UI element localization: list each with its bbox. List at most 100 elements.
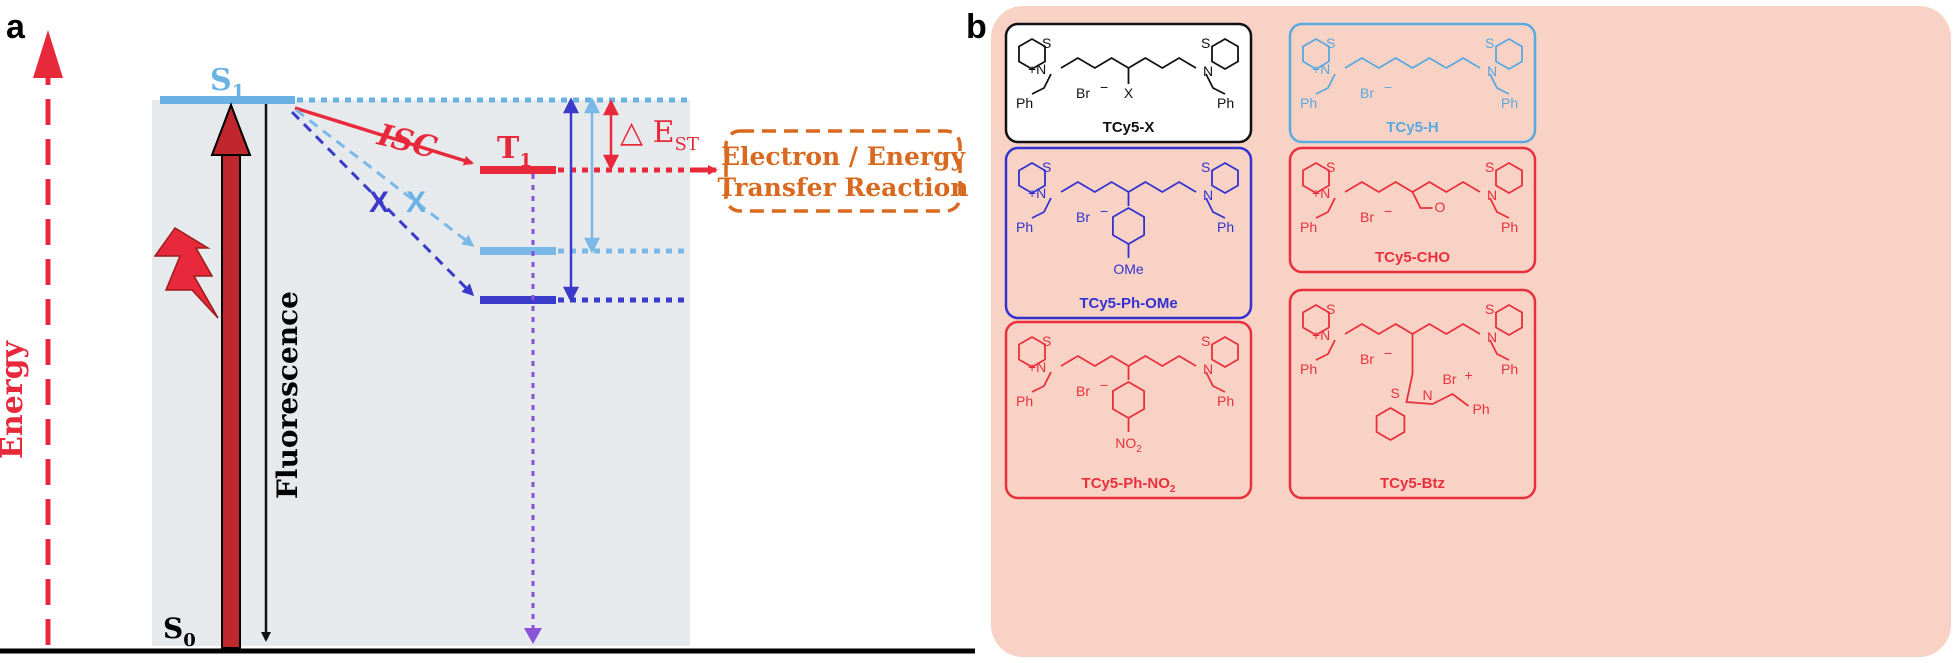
- atom-btz-br: Br: [1443, 371, 1457, 387]
- molecule-name: TCy5-H: [1386, 119, 1439, 136]
- molecule-name: TCy5-X: [1103, 119, 1155, 136]
- atom-ph-right: Ph: [1217, 219, 1234, 235]
- molecule-structure: [1018, 161, 1239, 258]
- molecule-frame: [1288, 22, 1537, 144]
- atom-s-right: S: [1201, 333, 1210, 349]
- lightning-icon: [153, 226, 219, 319]
- atom-ph-right: Ph: [1501, 361, 1518, 377]
- fluorescence-label: Fluorescence: [271, 291, 304, 499]
- atom-btz-s: S: [1391, 385, 1400, 401]
- molecule-frame: [1004, 320, 1253, 500]
- atom-substituent: O: [1435, 199, 1446, 215]
- atom-n-plus: +N: [1028, 61, 1046, 77]
- atom-ph-right: Ph: [1501, 219, 1518, 235]
- atom-ph-left: Ph: [1016, 393, 1033, 409]
- excitation-arrow-shaft: [221, 151, 241, 649]
- molecule-frame: [1288, 288, 1537, 500]
- molecule-structure: [1018, 335, 1239, 432]
- molecule-structure: [1302, 161, 1523, 219]
- atom-n-plus: +N: [1312, 61, 1330, 77]
- atom-br: Br: [1076, 383, 1090, 399]
- reaction-line-2: Transfer Reaction: [718, 173, 969, 202]
- atom-s-right: S: [1201, 159, 1210, 175]
- t1-label: T1: [497, 131, 532, 171]
- molecule-structure: [1302, 37, 1523, 95]
- s1-label: S1: [210, 63, 245, 103]
- molecule-frame: [1288, 146, 1537, 274]
- energy-well: [152, 100, 690, 646]
- atom-s-right: S: [1201, 35, 1210, 51]
- excitation-arrow-head: [210, 102, 252, 156]
- atom-br: Br: [1360, 351, 1374, 367]
- atom-n: N: [1203, 63, 1213, 79]
- atom-br-minus: −: [1100, 79, 1108, 95]
- atom-s-right: S: [1485, 35, 1494, 51]
- atom-n: N: [1203, 187, 1213, 203]
- atom-n: N: [1203, 361, 1213, 377]
- atom-s-left: S: [1042, 35, 1051, 51]
- atom-n: N: [1487, 63, 1497, 79]
- atom-ph-right: Ph: [1501, 95, 1518, 111]
- triplet-decay-arrowhead: [524, 628, 542, 644]
- atom-ph-left: Ph: [1300, 361, 1317, 377]
- atom-n: N: [1487, 187, 1497, 203]
- energy-axis-arrowhead: [33, 30, 63, 78]
- molecule-structure: [1018, 37, 1239, 95]
- atom-btz-plus: +: [1465, 367, 1473, 383]
- atom-s-right: S: [1485, 159, 1494, 175]
- atom-s-left: S: [1042, 159, 1051, 175]
- atom-s-left: S: [1042, 333, 1051, 349]
- energy-axis-label: Energy: [0, 339, 30, 459]
- gap-light-arrow: [583, 97, 601, 254]
- delta-est-label: △ EST: [620, 115, 699, 155]
- atom-ph-left: Ph: [1300, 95, 1317, 111]
- atom-btz-ph: Ph: [1473, 401, 1490, 417]
- atom-ph-right: Ph: [1217, 393, 1234, 409]
- atom-n-plus: +N: [1028, 359, 1046, 375]
- atom-btz-n: N: [1423, 387, 1433, 403]
- blocked-path-dark: [290, 110, 475, 297]
- atom-br: Br: [1360, 209, 1374, 225]
- panel-b-label: b: [966, 8, 987, 46]
- atom-ph-left: Ph: [1016, 219, 1033, 235]
- gap-dark-arrow: [562, 97, 580, 303]
- atom-br: Br: [1076, 85, 1090, 101]
- blocked-path-light: [295, 108, 475, 247]
- panel-a-label: a: [6, 8, 26, 46]
- isc-arrow: [294, 106, 474, 166]
- reaction-line-1: Electron / Energy: [721, 142, 967, 171]
- molecule-name: TCy5-Btz: [1380, 475, 1445, 492]
- atom-ph-left: Ph: [1300, 219, 1317, 235]
- reaction-box: [724, 129, 962, 213]
- atom-substituent: OMe: [1113, 261, 1144, 277]
- atom-ph-left: Ph: [1016, 95, 1033, 111]
- atom-n: N: [1487, 329, 1497, 345]
- atom-n-plus: +N: [1312, 185, 1330, 201]
- atom-br: Br: [1076, 209, 1090, 225]
- atom-s-left: S: [1326, 35, 1335, 51]
- molecule-frame: [1004, 146, 1253, 320]
- atom-s-right: S: [1485, 301, 1494, 317]
- atom-substituent: X: [1124, 85, 1134, 101]
- panel-a: a Energy S1 S0 Fluorescence ISC T1: [0, 8, 975, 654]
- blocked-mark-dark: X: [369, 186, 389, 219]
- atom-br: Br: [1360, 85, 1374, 101]
- atom-substituent: NO2: [1115, 435, 1142, 455]
- atom-br-minus: −: [1100, 203, 1108, 219]
- atom-ph-right: Ph: [1217, 95, 1234, 111]
- atom-br-minus: −: [1100, 377, 1108, 393]
- molecule-name: TCy5-CHO: [1375, 249, 1450, 266]
- molecule-name: TCy5-Ph-OMe: [1079, 295, 1177, 312]
- atom-s-left: S: [1326, 159, 1335, 175]
- atom-br-minus: −: [1384, 203, 1392, 219]
- atom-s-left: S: [1326, 301, 1335, 317]
- atom-br-minus: −: [1384, 79, 1392, 95]
- molecule-name: TCy5-Ph-NO2: [1082, 475, 1176, 495]
